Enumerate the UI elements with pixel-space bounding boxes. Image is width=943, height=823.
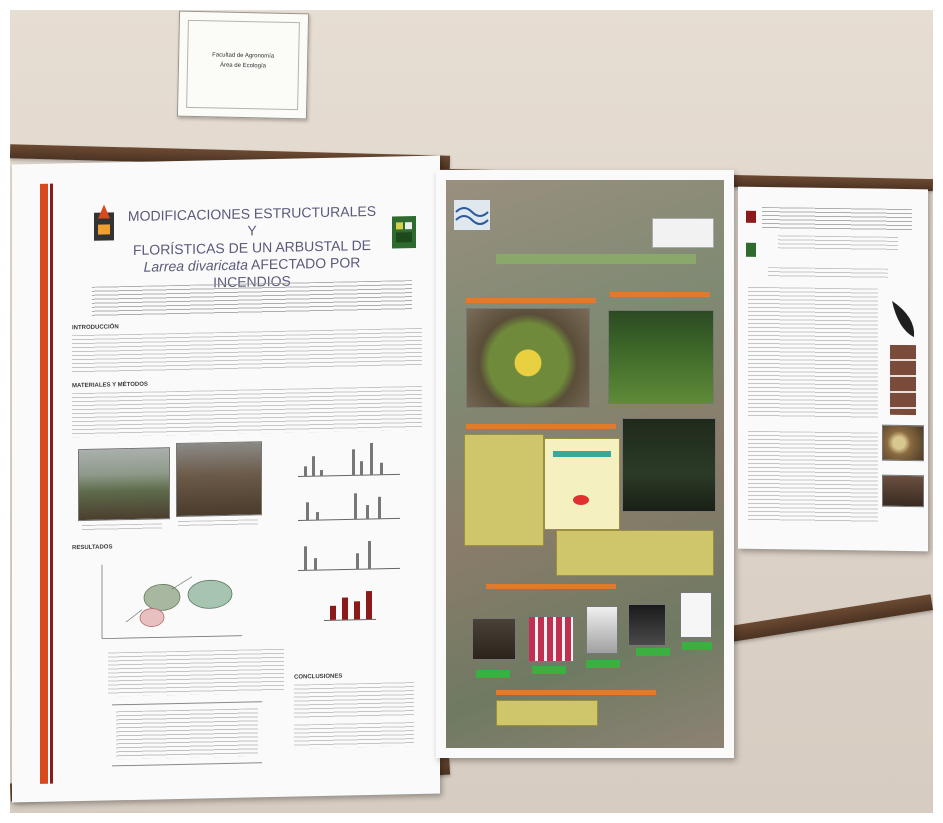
results-table [112, 701, 262, 767]
methods-text-block [72, 385, 422, 438]
leaf-shape-icon [892, 300, 915, 338]
text-box-footer [496, 700, 598, 726]
specimen-photos [890, 344, 916, 416]
intro-text-block [72, 327, 422, 374]
right-green-logo [746, 242, 756, 257]
right-title-block [762, 207, 912, 232]
bar-chart-small-1 [298, 442, 400, 477]
ordination-diagram [101, 564, 242, 639]
thumb-photo-4 [628, 604, 666, 646]
section-methods-heading: MATERIALES Y MÉTODOS [72, 381, 148, 390]
bar-chart-small-3 [298, 540, 400, 571]
photo-caption-1 [82, 523, 162, 532]
poster-left-title: MODIFICACIONES ESTRUCTURALES Y FLORÍSTIC… [122, 203, 382, 293]
diagram-teal-bar [553, 451, 611, 457]
red-bar-1 [330, 605, 336, 620]
right-body-block [748, 286, 878, 419]
red-bar-chart [324, 584, 376, 621]
field-photo-2 [176, 441, 262, 518]
institution-logo-box [652, 218, 714, 248]
title-species: Larrea divaricata [143, 256, 248, 275]
poster-right [738, 186, 928, 552]
red-side-stripe [40, 183, 48, 784]
conclusions-text-block [294, 682, 414, 719]
section-conclusions-heading: CONCLUSIONES [294, 673, 343, 681]
wave-logo-icon [454, 200, 490, 230]
university-logo-icon [94, 204, 114, 241]
title-line-1: MODIFICACIONES ESTRUCTURALES Y [127, 202, 377, 239]
paper-sign: Facultad de Agronomía Área de Ecología [176, 10, 310, 120]
green-label-2 [532, 666, 566, 674]
thumb-photo-5 [680, 592, 712, 638]
red-bar-2 [342, 597, 348, 620]
authors-text-block [92, 280, 412, 317]
right-logo-left [746, 210, 756, 223]
orange-band-5 [496, 690, 656, 695]
text-box-left [464, 434, 544, 546]
title-band [496, 254, 696, 264]
right-abstract-block [768, 267, 888, 279]
red-bar-4 [366, 590, 372, 620]
orange-band-3 [466, 424, 616, 429]
diagram-red-mark [573, 495, 589, 505]
poster-middle [436, 170, 734, 758]
references-text-block [294, 722, 414, 749]
right-photo-2 [882, 474, 924, 508]
section-intro-heading: INTRODUCCIÓN [72, 324, 119, 332]
green-label-3 [586, 660, 620, 668]
thumb-photo-1 [472, 618, 516, 660]
wood-rail-bottom-right [729, 594, 933, 642]
table-rows [116, 708, 258, 760]
dark-photo [622, 418, 716, 512]
right-photo-1 [882, 424, 924, 462]
field-photo-1 [78, 447, 170, 522]
title-line-3-rest: AFECTADO POR [247, 254, 361, 273]
diagram-box [544, 438, 620, 530]
section-results-heading: RESULTADOS [72, 544, 113, 552]
orange-band-1 [466, 298, 596, 303]
thumb-photo-2 [528, 616, 574, 662]
red-bar-3 [354, 601, 360, 620]
green-label-5 [682, 642, 712, 650]
results-text-block [108, 648, 284, 697]
orange-band-4 [486, 584, 616, 589]
orange-band-2 [610, 292, 710, 297]
photo-scene: Facultad de Agronomía Área de Ecología M… [10, 10, 933, 813]
photo-caption-2 [178, 519, 258, 528]
green-label-4 [636, 648, 670, 656]
thumb-photo-3 [586, 606, 618, 654]
poster-left: MODIFICACIONES ESTRUCTURALES Y FLORÍSTIC… [12, 155, 440, 803]
text-box-bottom [556, 530, 714, 576]
grassland-photo [608, 310, 714, 404]
bar-chart-small-2 [298, 493, 400, 521]
right-authors-block [778, 235, 898, 251]
flower-photo [466, 308, 590, 408]
faculty-logo-icon [392, 216, 416, 249]
right-body-block-2 [748, 430, 878, 523]
dark-side-stripe [50, 183, 53, 784]
green-label-1 [476, 670, 510, 678]
